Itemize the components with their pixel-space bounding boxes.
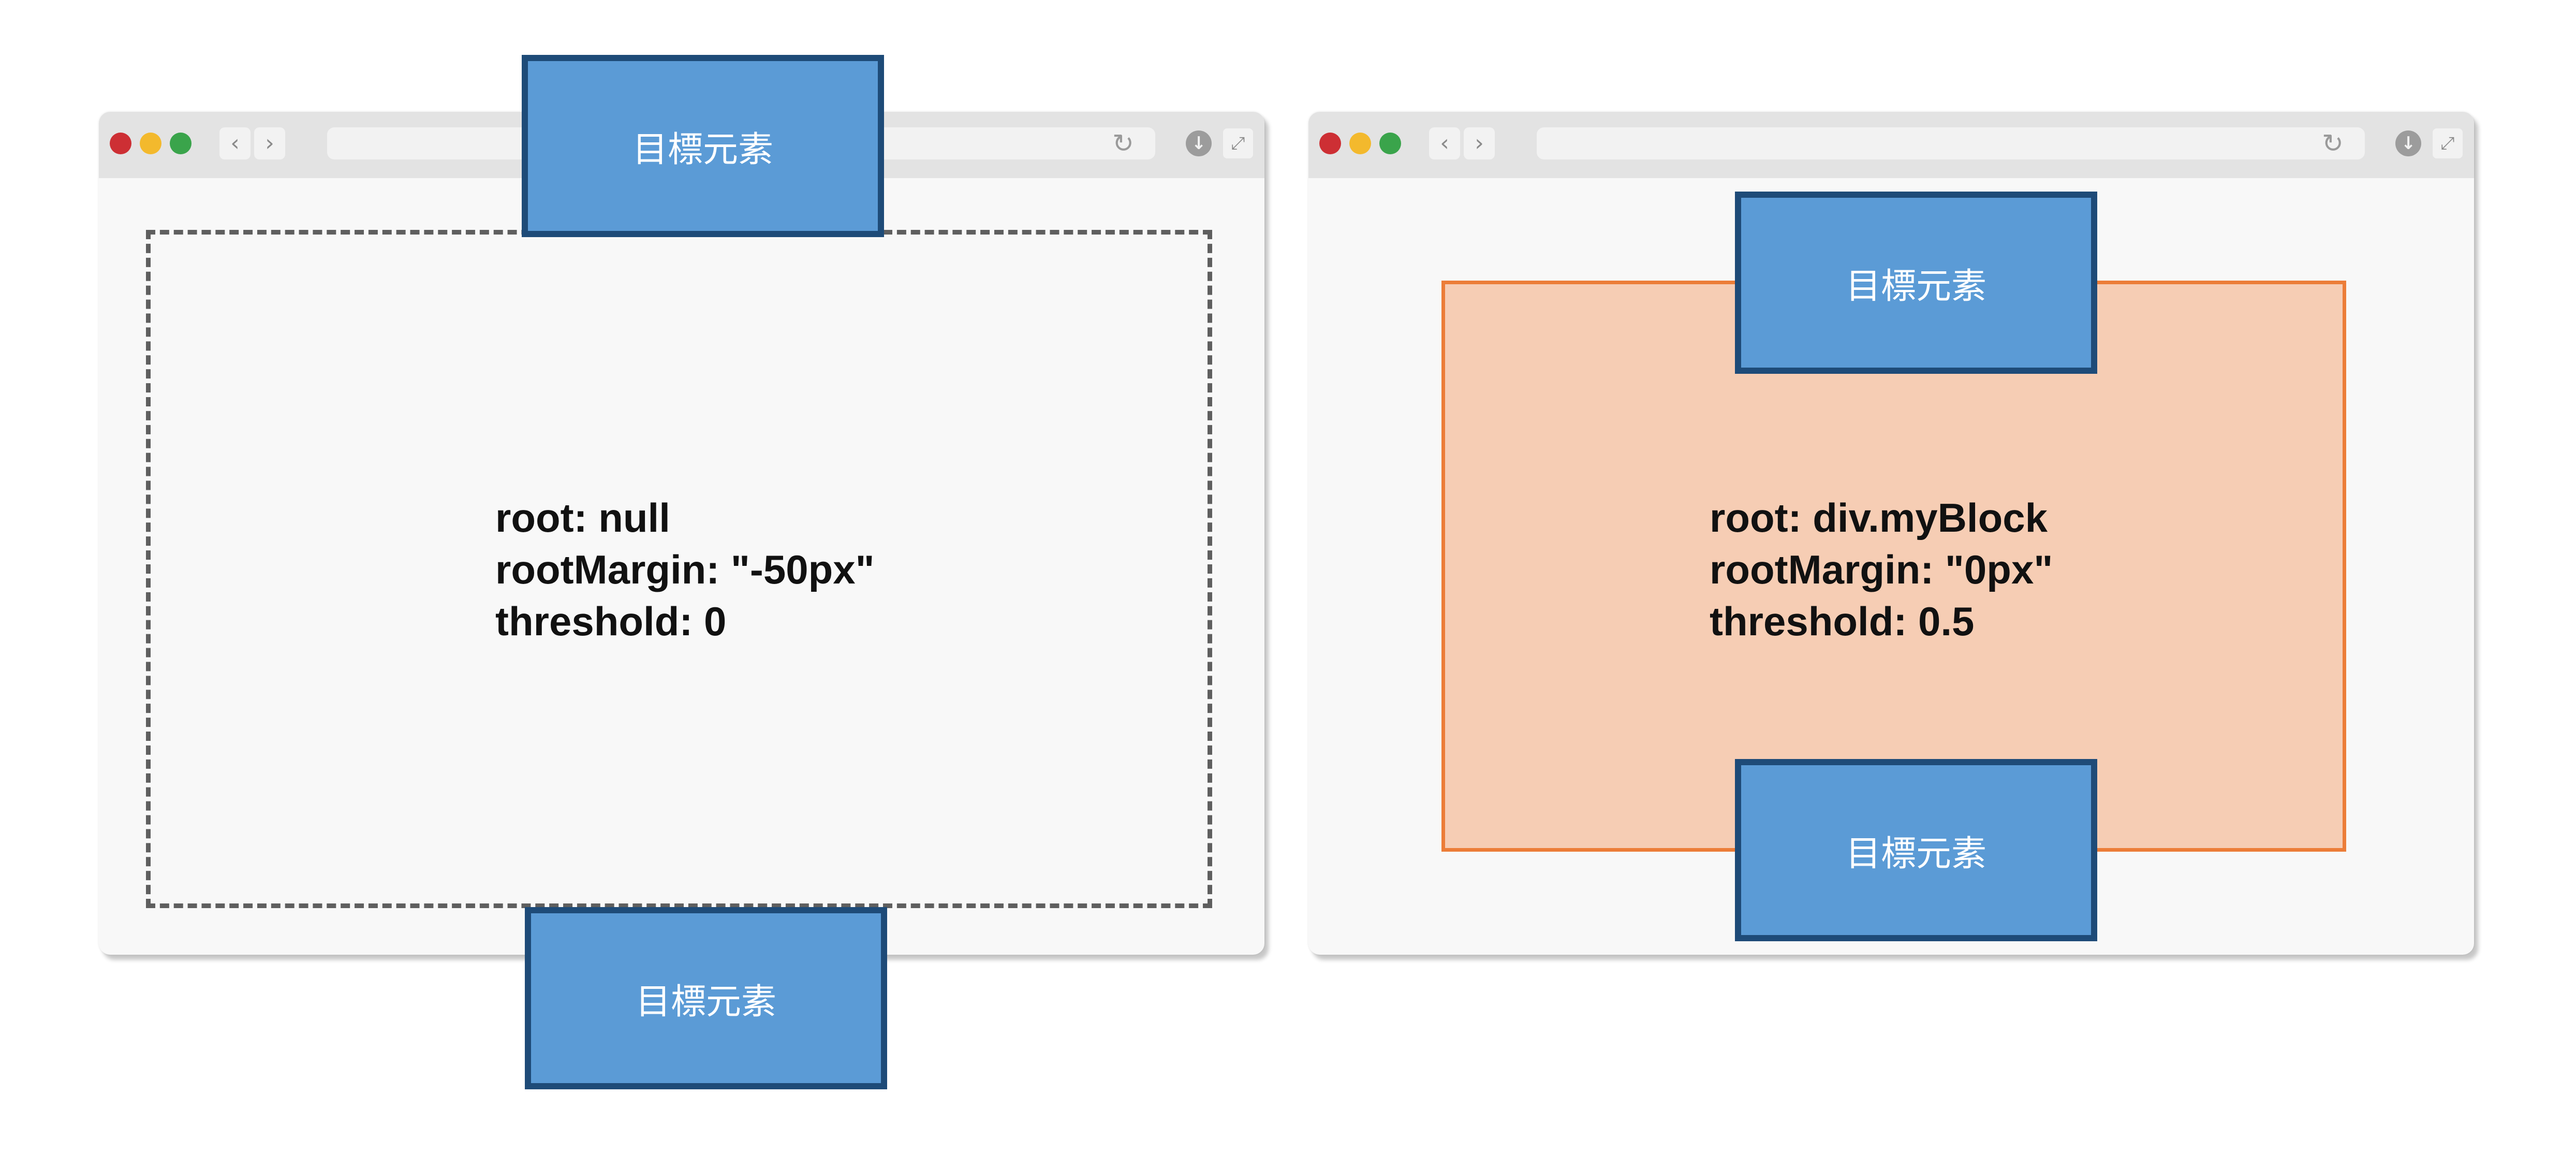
config-root: root: div.myBlock <box>1710 495 2048 541</box>
expand-icon[interactable]: ⤢ <box>2433 128 2463 158</box>
config-threshold: threshold: 0.5 <box>1710 599 1975 644</box>
browser-window-left: ‹ › ↻ ↓ ⤢ <box>99 112 1264 955</box>
maximize-window-icon[interactable] <box>170 133 192 154</box>
address-bar[interactable] <box>1537 127 2365 159</box>
browser-titlebar: ‹ › ↻ ↓ ⤢ <box>1308 112 2474 178</box>
target-element-top-left: 目標元素 <box>522 55 884 237</box>
minimize-window-icon[interactable] <box>140 133 161 154</box>
close-window-icon[interactable] <box>110 133 131 154</box>
maximize-window-icon[interactable] <box>1379 133 1401 154</box>
config-root: root: null <box>495 495 670 541</box>
config-threshold: threshold: 0 <box>495 599 727 644</box>
forward-icon[interactable]: › <box>254 127 285 159</box>
target-element-bottom-right: 目標元素 <box>1735 759 2097 941</box>
reload-icon[interactable]: ↻ <box>1112 128 1134 158</box>
expand-icon[interactable]: ⤢ <box>1223 128 1253 158</box>
target-element-bottom-left: 目標元素 <box>525 907 887 1089</box>
reload-icon[interactable]: ↻ <box>2322 128 2344 158</box>
observer-config-right: root: div.myBlock rootMargin: "0px" thre… <box>1710 492 2053 647</box>
back-icon[interactable]: ‹ <box>219 127 251 159</box>
root-block <box>1441 281 2346 852</box>
back-icon[interactable]: ‹ <box>1429 127 1460 159</box>
forward-icon[interactable]: › <box>1464 127 1495 159</box>
config-root-margin: rootMargin: "-50px" <box>495 547 875 592</box>
target-element-top-right: 目標元素 <box>1735 192 2097 374</box>
download-icon[interactable]: ↓ <box>2395 130 2421 156</box>
minimize-window-icon[interactable] <box>1349 133 1371 154</box>
observer-config-left: root: null rootMargin: "-50px" threshold… <box>495 492 875 647</box>
download-icon[interactable]: ↓ <box>1186 130 1212 156</box>
close-window-icon[interactable] <box>1319 133 1341 154</box>
config-root-margin: rootMargin: "0px" <box>1710 547 2053 592</box>
